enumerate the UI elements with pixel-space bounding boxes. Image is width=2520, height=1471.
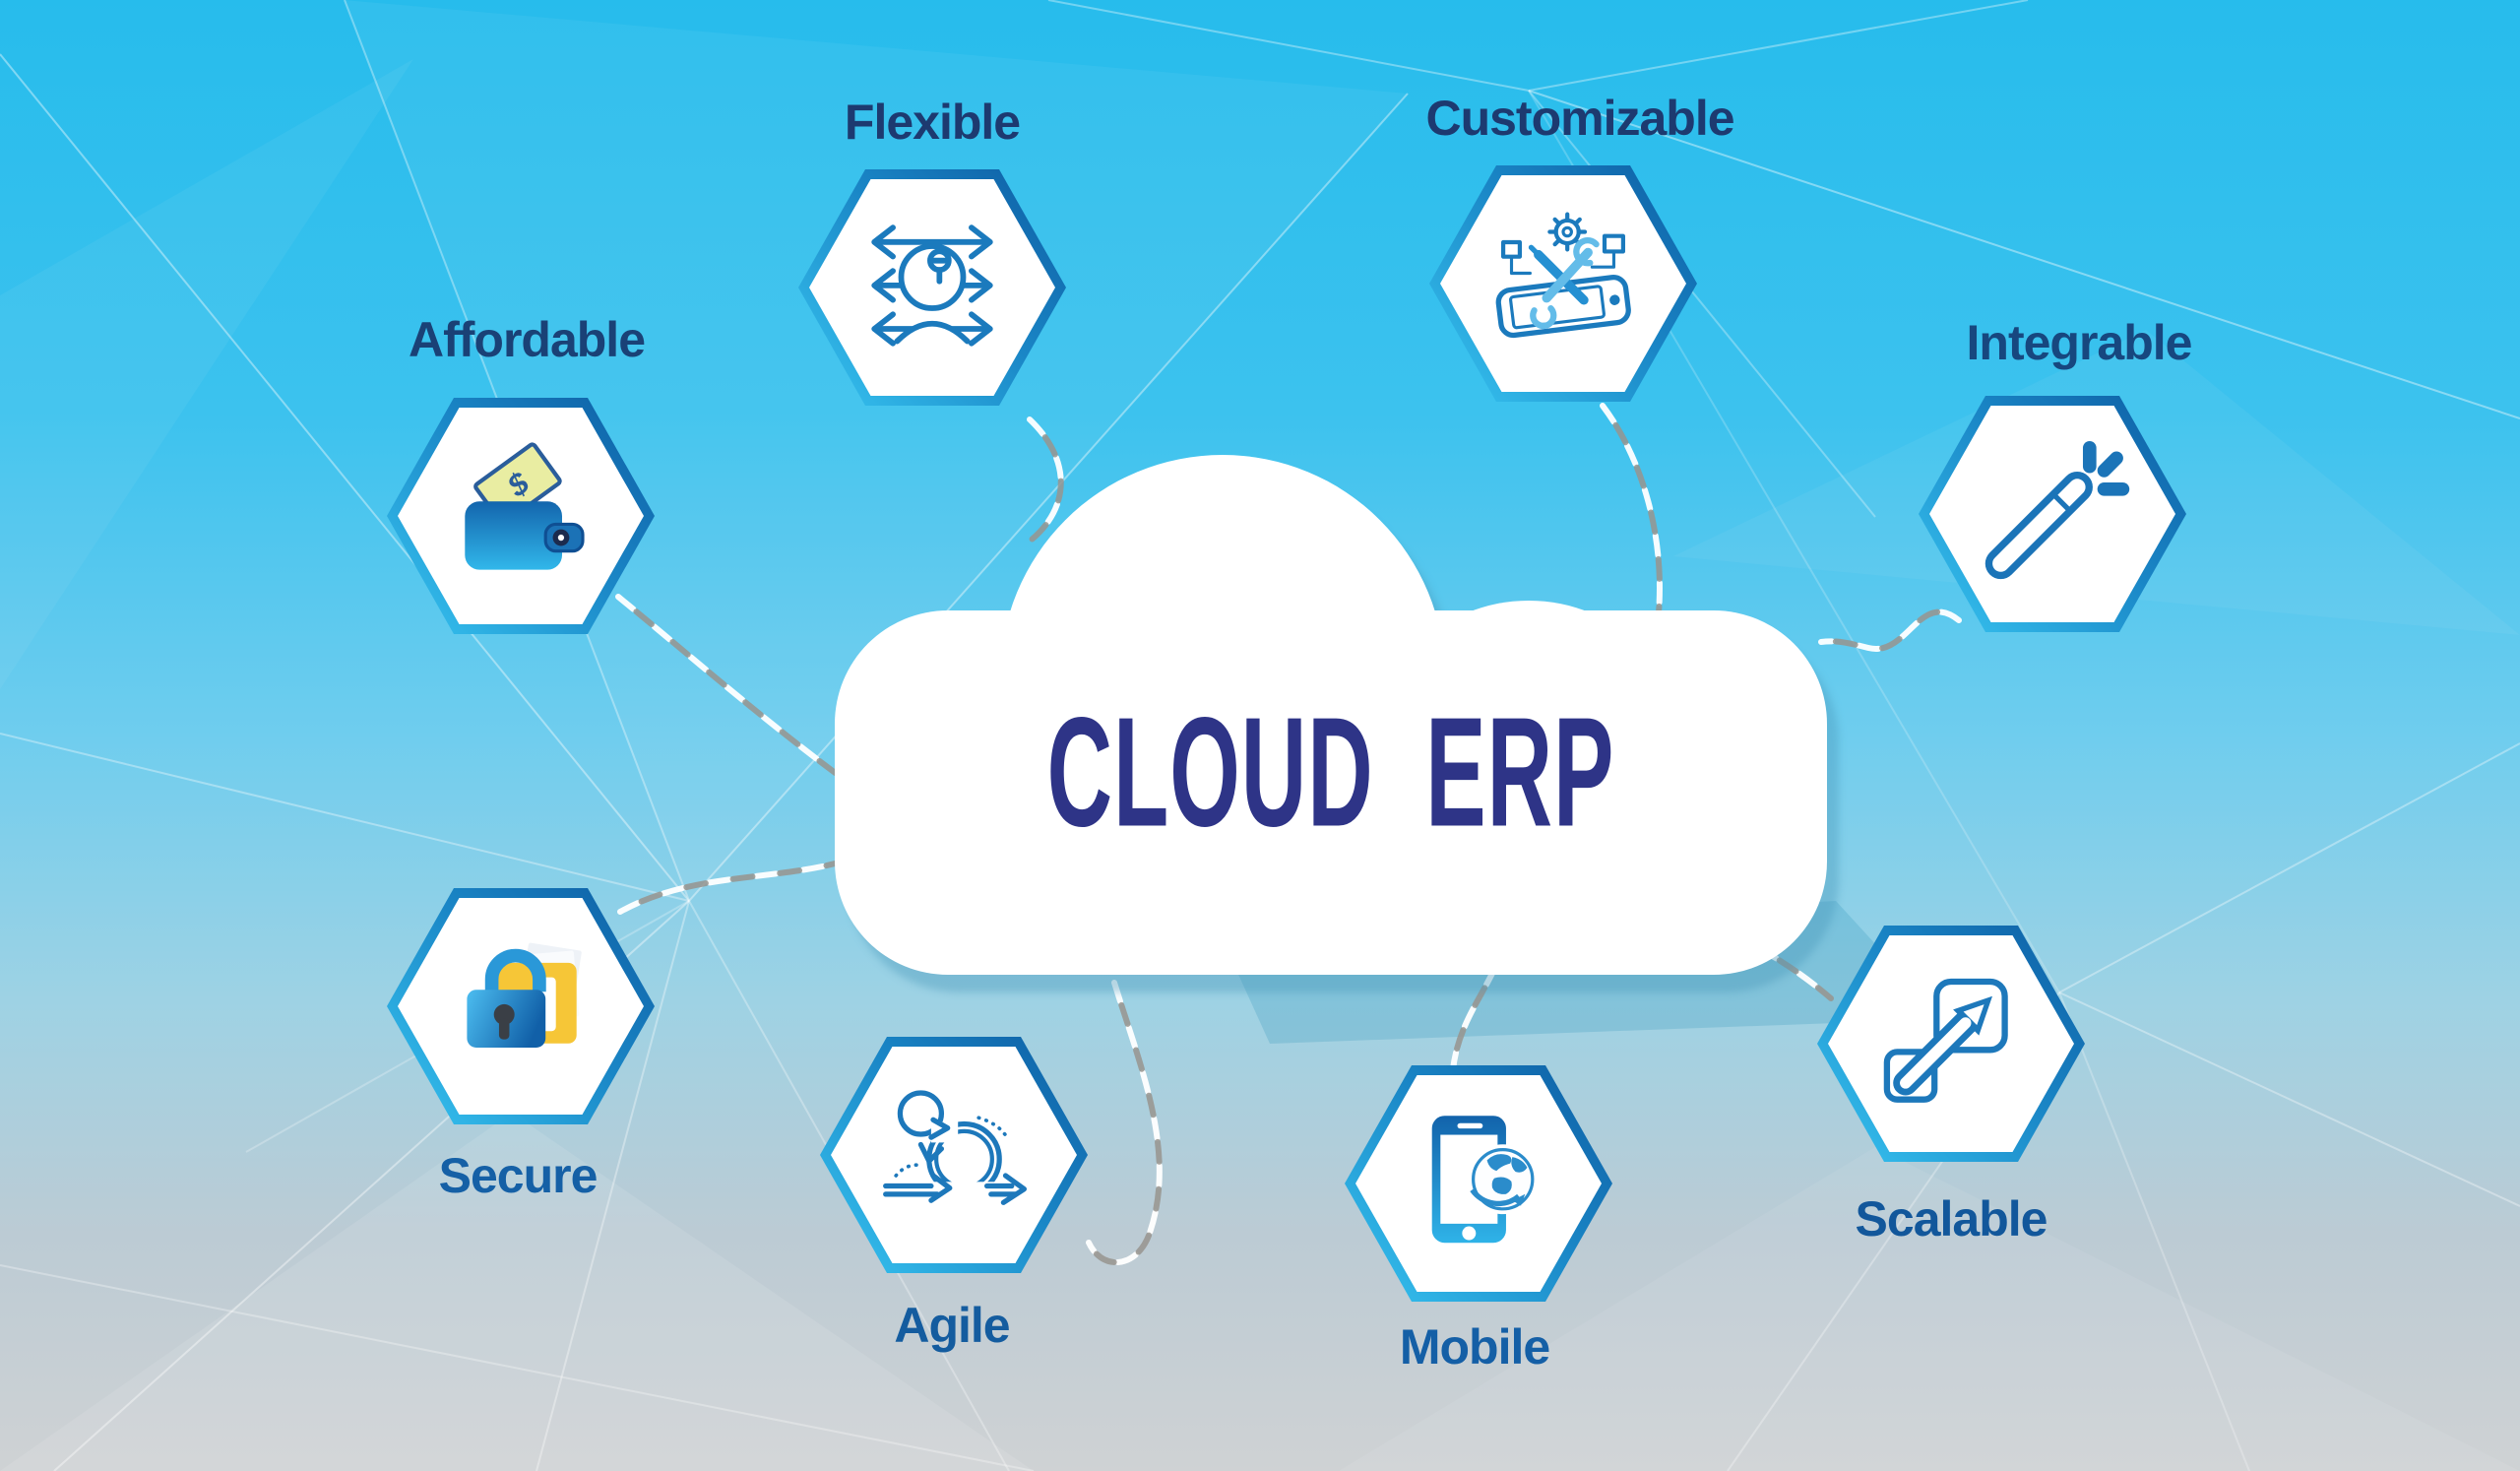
magic-wand-icon bbox=[1984, 440, 2130, 580]
feature-label-customizable: Customizable bbox=[1425, 91, 1734, 146]
cloud-base bbox=[835, 610, 1827, 975]
connector-secure bbox=[617, 856, 855, 915]
feature-label-mobile: Mobile bbox=[1399, 1319, 1550, 1375]
connector-integrable bbox=[1818, 608, 1962, 652]
feature-label-scalable: Scalable bbox=[1855, 1191, 2048, 1247]
connector-customizable bbox=[1600, 403, 1663, 641]
hexagon-tile-affordable: $ bbox=[387, 398, 655, 634]
hexagon-tile-secure bbox=[387, 888, 655, 1124]
connector-agile bbox=[1086, 980, 1163, 1266]
smartphone-globe-icon bbox=[1431, 1116, 1539, 1244]
feature-label-secure: Secure bbox=[438, 1148, 598, 1203]
connector-flexible bbox=[1027, 416, 1064, 543]
feature-label-affordable: Affordable bbox=[409, 312, 646, 367]
connector-affordable bbox=[615, 594, 851, 786]
expand-arrows-icon bbox=[1883, 978, 2008, 1103]
phone-tools-icon bbox=[1495, 212, 1631, 339]
feature-label-flexible: Flexible bbox=[844, 95, 1021, 150]
sprint-loops-icon bbox=[883, 1090, 1028, 1205]
padlock-folder-icon bbox=[467, 942, 582, 1048]
cloud-title: CLOUD ERP bbox=[1046, 686, 1615, 860]
feature-label-integrable: Integrable bbox=[1966, 315, 2193, 370]
hexagon-tile-mobile bbox=[1345, 1065, 1612, 1302]
cloud-shape: CLOUD ERP bbox=[835, 455, 1827, 975]
hexagon-tile-customizable bbox=[1429, 165, 1697, 402]
wallet-icon: $ bbox=[465, 442, 585, 570]
feature-label-agile: Agile bbox=[894, 1298, 1010, 1353]
head-arrows-icon bbox=[871, 224, 993, 347]
